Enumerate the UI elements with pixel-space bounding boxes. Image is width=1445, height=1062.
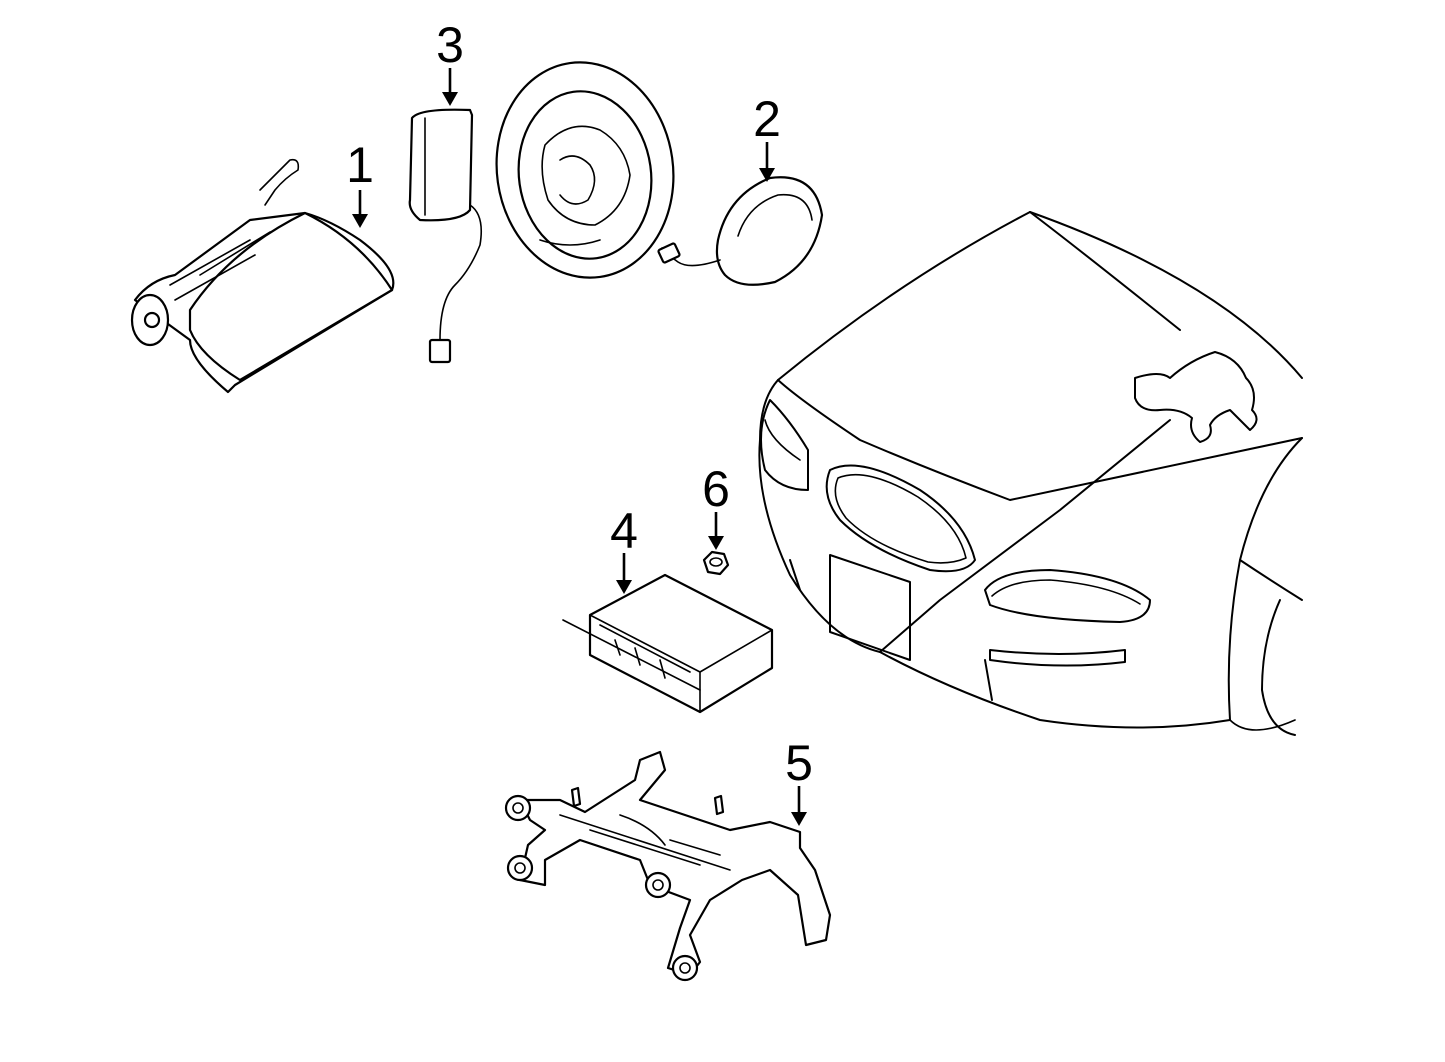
passenger-airbag-module — [130, 158, 395, 394]
side-airbag-module — [408, 108, 483, 364]
module-mounting-bracket — [504, 750, 832, 982]
callout-2: 2 — [753, 91, 781, 147]
airbag-control-module — [562, 573, 774, 714]
vehicle-front-outline — [758, 211, 1303, 736]
callout-1: 1 — [346, 137, 374, 193]
callout-3: 3 — [436, 17, 464, 73]
callout-arrows — [352, 68, 807, 826]
steering-wheel — [495, 61, 675, 279]
driver-airbag-module — [657, 176, 824, 286]
callout-5: 5 — [785, 735, 813, 791]
callout-6: 6 — [702, 461, 730, 517]
callout-4: 4 — [610, 503, 638, 559]
mounting-nut — [702, 550, 730, 576]
